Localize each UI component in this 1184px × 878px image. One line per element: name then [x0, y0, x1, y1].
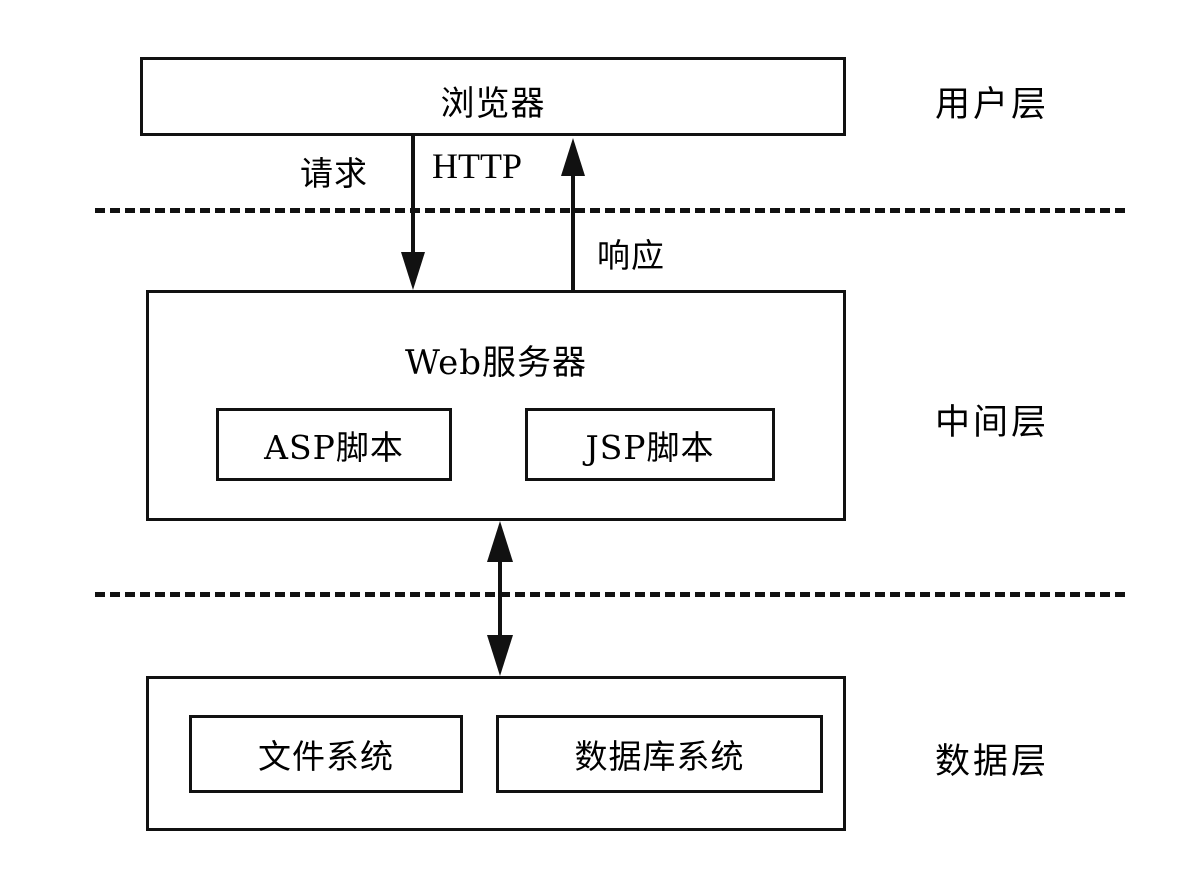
browser-label: 浏览器 [440, 84, 546, 124]
http-protocol-label: HTTP [432, 146, 522, 186]
layer-label-data: 数据层 [935, 742, 1050, 782]
database-system-box: 数据库系统 [496, 715, 823, 793]
file-system-label: 文件系统 [258, 737, 394, 776]
web-server-label: Web服务器 [404, 343, 588, 383]
layer-separator-middle-data [95, 592, 1125, 597]
layer-label-middle: 中间层 [935, 403, 1050, 443]
jsp-script-box: JSP脚本 [525, 408, 775, 481]
response-label: 响应 [597, 236, 665, 275]
web-server-box: Web服务器 ASP脚本 JSP脚本 [146, 290, 846, 521]
layer-label-user: 用户层 [935, 85, 1050, 125]
request-label: 请求 [300, 154, 368, 193]
database-system-label: 数据库系统 [574, 737, 745, 776]
asp-script-box: ASP脚本 [216, 408, 452, 481]
layer-separator-user-middle [95, 208, 1125, 213]
browser-box: 浏览器 [140, 57, 846, 136]
asp-script-label: ASP脚本 [264, 427, 404, 467]
data-store-box: 文件系统 数据库系统 [146, 676, 846, 831]
jsp-script-label: JSP脚本 [585, 427, 715, 467]
file-system-box: 文件系统 [189, 715, 463, 793]
